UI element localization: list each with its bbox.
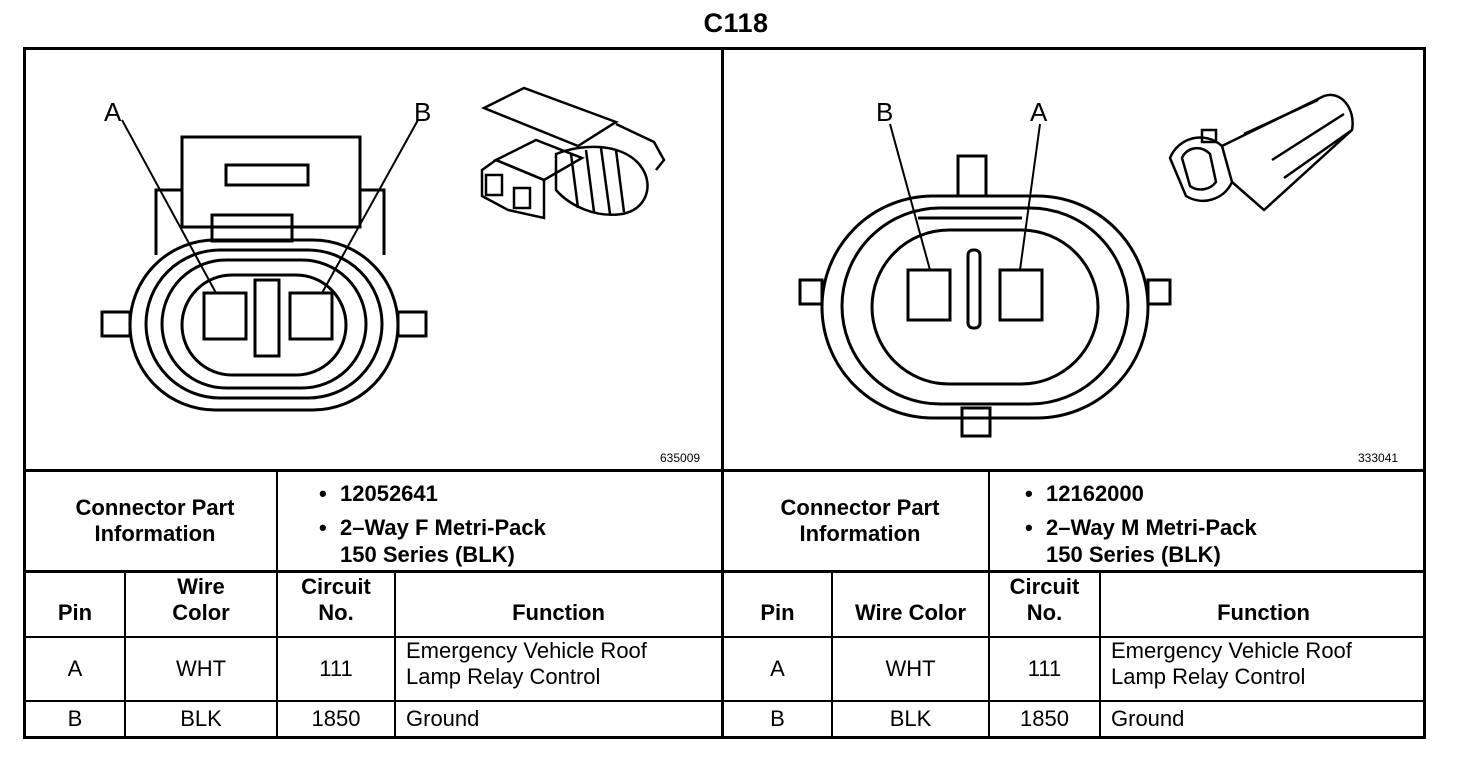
left-figure-id: 635009 <box>660 451 701 465</box>
left-row-b-wire-color: BLK <box>180 706 222 731</box>
left-row-b-function: Ground <box>406 706 480 731</box>
right-header-function: Function <box>1217 600 1310 625</box>
left-header-circuit-no: Circuit No. <box>301 574 371 625</box>
right-connector-part-info-label: Connector Part Information <box>780 495 940 546</box>
left-description-line2: 150 Series (BLK) <box>340 542 515 567</box>
center-divider <box>721 47 724 739</box>
left-row-b-pin: B <box>67 706 83 731</box>
right-description-line1: 2–Way M Metri-Pack <box>1022 514 1257 541</box>
right-description-line2: 150 Series (BLK) <box>1046 542 1221 567</box>
right-part-info: 12162000 2–Way M Metri-Pack 150 Series (… <box>1022 480 1257 568</box>
left-row-a-circuit: 111 <box>319 656 353 681</box>
left-row-a-wire-color: WHT <box>175 656 227 681</box>
left-part-info: 12052641 2–Way F Metri-Pack 150 Series (… <box>316 480 546 568</box>
connector-title: C118 <box>703 8 769 38</box>
row-a-bottom-rule <box>23 700 1426 702</box>
left-row-a-function: Emergency Vehicle Roof Lamp Relay Contro… <box>396 638 721 700</box>
connector-frame <box>23 47 1426 739</box>
right-part-number: 12162000 <box>1022 480 1257 507</box>
right-row-b-circuit: 1850 <box>1020 706 1069 731</box>
right-row-b-pin: B <box>770 706 785 731</box>
left-row-a-pin: A <box>67 656 83 681</box>
left-row-a-function-line2: Lamp Relay Control <box>406 664 601 689</box>
right-connector-face-drawing: B A <box>798 93 1354 438</box>
right-row-a-wire-color: WHT <box>885 656 936 681</box>
right-row-a-circuit: 111 <box>1027 656 1062 681</box>
right-row-a-function-line1: Emergency Vehicle Roof <box>1111 638 1352 663</box>
left-header-function: Function <box>512 600 605 625</box>
left-pin-b-label: B <box>414 97 431 127</box>
left-row-a-function-line1: Emergency Vehicle Roof <box>406 638 647 663</box>
right-row-b-function: Ground <box>1111 706 1185 731</box>
right-row-a-function-line2: Lamp Relay Control <box>1111 664 1306 689</box>
left-col-rule-0 <box>124 570 126 739</box>
right-col-rule-2 <box>1099 570 1101 739</box>
right-pin-b-label: B <box>876 97 893 127</box>
right-row-a-function: Emergency Vehicle Roof Lamp Relay Contro… <box>1101 638 1426 700</box>
left-row-b-circuit: 1850 <box>311 706 361 731</box>
left-connector-part-info-label: Connector Part Information <box>75 495 235 546</box>
right-header-pin: Pin <box>760 600 795 625</box>
right-row-a-pin: A <box>770 656 785 681</box>
left-pin-a-label: A <box>104 97 122 127</box>
right-col-rule-0 <box>831 570 833 739</box>
right-header-circuit-no: Circuit No. <box>1009 574 1080 625</box>
left-col-rule-1 <box>276 469 278 739</box>
right-col-rule-1 <box>988 469 990 739</box>
left-description-line1: 2–Way F Metri-Pack <box>316 514 546 541</box>
left-connector-face-drawing: A B <box>100 86 666 412</box>
left-header-wire-color: Wire Color <box>172 574 230 625</box>
left-part-number: 12052641 <box>316 480 546 507</box>
header-bottom-rule <box>23 636 1426 638</box>
drawing-bottom-rule <box>23 469 1426 472</box>
right-figure-id: 333041 <box>1358 451 1399 465</box>
right-header-wire-color: Wire Color <box>854 600 967 625</box>
left-col-rule-2 <box>394 570 396 739</box>
right-row-b-wire-color: BLK <box>889 706 932 731</box>
right-pin-a-label: A <box>1030 97 1048 127</box>
left-header-pin: Pin <box>57 600 93 625</box>
partinfo-bottom-rule <box>23 570 1426 573</box>
